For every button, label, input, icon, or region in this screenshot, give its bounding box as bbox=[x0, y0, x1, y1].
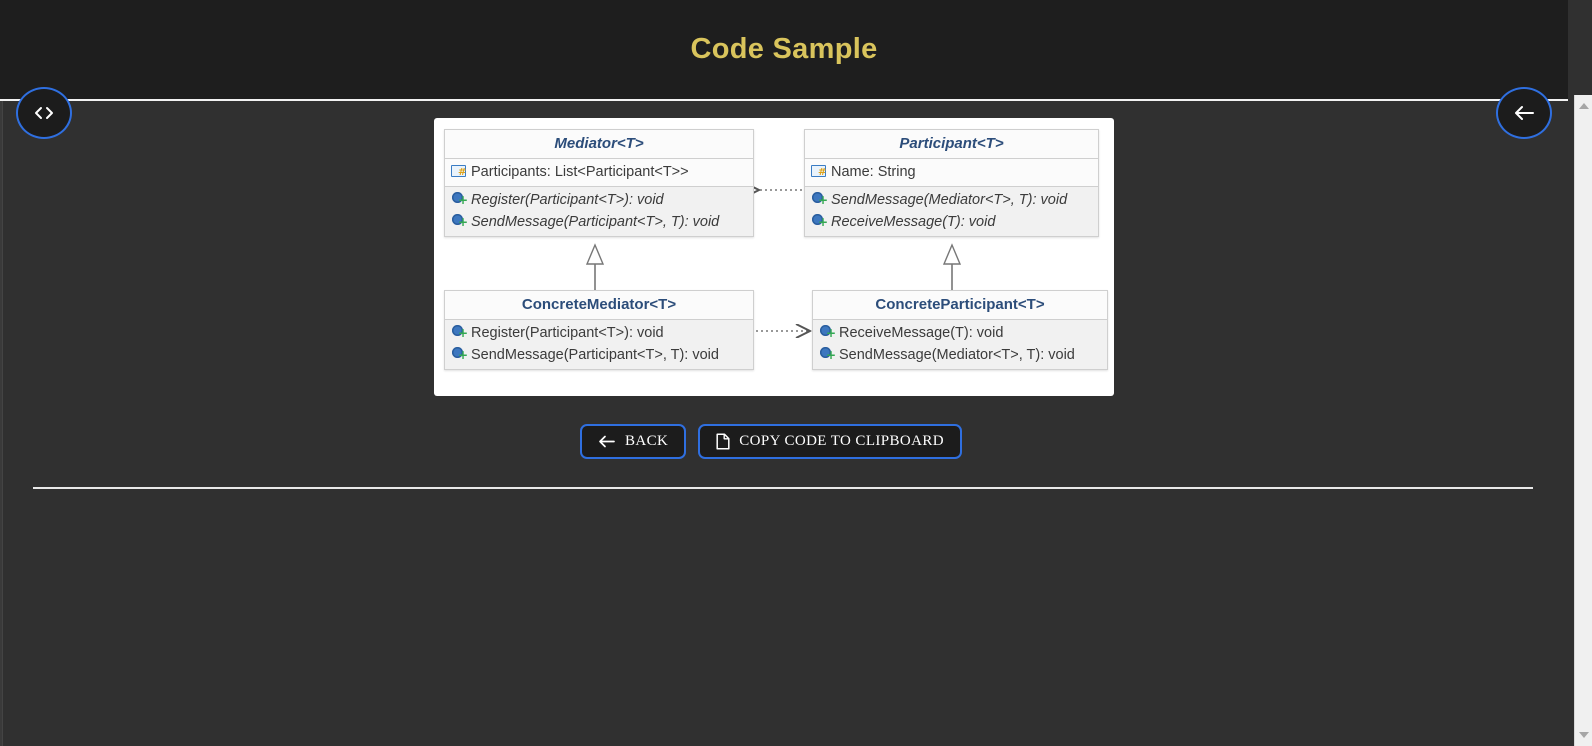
scroll-up-arrow-icon[interactable] bbox=[1575, 97, 1592, 115]
class-method: ReceiveMessage(T): void bbox=[805, 211, 1098, 233]
field-icon bbox=[451, 164, 468, 180]
method-icon bbox=[811, 214, 828, 230]
method-icon bbox=[451, 347, 468, 363]
scroll-down-arrow-icon[interactable] bbox=[1575, 726, 1592, 744]
field-icon bbox=[811, 164, 828, 180]
class-methods: Register(Participant<T>): void SendMessa… bbox=[445, 187, 753, 236]
class-title: ConcreteMediator<T> bbox=[445, 291, 753, 320]
page-content: Mediator<T> Participants: List<Participa… bbox=[4, 101, 1568, 746]
section-divider bbox=[33, 487, 1533, 489]
arrow-left-icon bbox=[598, 435, 616, 448]
uml-connectors bbox=[585, 118, 962, 396]
class-method: SendMessage(Mediator<T>, T): void bbox=[813, 344, 1107, 366]
member-text: Register(Participant<T>): void bbox=[471, 325, 664, 341]
class-methods: Register(Participant<T>): void SendMessa… bbox=[445, 320, 753, 369]
action-bar: BACK COPY CODE TO CLIPBOARD bbox=[4, 424, 1538, 459]
class-method: SendMessage(Participant<T>, T): void bbox=[445, 344, 753, 366]
member-text: SendMessage(Mediator<T>, T): void bbox=[831, 192, 1068, 208]
class-method: Register(Participant<T>): void bbox=[445, 189, 753, 211]
class-title: Participant<T> bbox=[805, 130, 1098, 159]
class-fields: Name: String bbox=[805, 159, 1098, 187]
class-title: ConcreteParticipant<T> bbox=[813, 291, 1107, 320]
member-text: Register(Participant<T>): void bbox=[471, 192, 664, 208]
class-field: Participants: List<Participant<T>> bbox=[445, 161, 753, 183]
uml-class-diagram: Mediator<T> Participants: List<Participa… bbox=[434, 118, 1114, 396]
inheritance-triangle-mediator bbox=[585, 243, 605, 265]
back-nav-button[interactable] bbox=[1496, 87, 1552, 139]
class-methods: SendMessage(Mediator<T>, T): void Receiv… bbox=[805, 187, 1098, 236]
page-title: Code Sample bbox=[690, 33, 878, 65]
back-button-label: BACK bbox=[624, 433, 669, 449]
uml-class-participant[interactable]: Participant<T> Name: String SendMessage(… bbox=[804, 129, 1099, 237]
copy-code-button-label: COPY CODE TO CLIPBOARD bbox=[739, 433, 945, 449]
member-text: ReceiveMessage(T): void bbox=[831, 214, 996, 230]
class-field: Name: String bbox=[805, 161, 1098, 183]
left-rail bbox=[0, 101, 3, 746]
class-method: Register(Participant<T>): void bbox=[445, 322, 753, 344]
member-text: SendMessage(Participant<T>, T): void bbox=[471, 347, 719, 363]
arrow-left-icon bbox=[1512, 105, 1536, 121]
scrollbar-thumb[interactable] bbox=[1576, 115, 1592, 175]
method-icon bbox=[451, 325, 468, 341]
method-icon bbox=[819, 347, 836, 363]
method-icon bbox=[811, 192, 828, 208]
member-text: SendMessage(Participant<T>, T): void bbox=[471, 214, 720, 230]
class-method: SendMessage(Mediator<T>, T): void bbox=[805, 189, 1098, 211]
copy-file-icon bbox=[716, 433, 730, 450]
member-text: SendMessage(Mediator<T>, T): void bbox=[839, 347, 1075, 363]
page-header: Code Sample bbox=[0, 0, 1568, 101]
member-text: Name: String bbox=[831, 164, 916, 180]
inheritance-triangle-participant bbox=[942, 243, 962, 265]
class-title: Mediator<T> bbox=[445, 130, 753, 159]
view-code-button[interactable] bbox=[16, 87, 72, 139]
uml-class-concretemediator[interactable]: ConcreteMediator<T> Register(Participant… bbox=[444, 290, 754, 370]
class-methods: ReceiveMessage(T): void SendMessage(Medi… bbox=[813, 320, 1107, 369]
method-icon bbox=[451, 192, 468, 208]
member-text: ReceiveMessage(T): void bbox=[839, 325, 1004, 341]
class-method: ReceiveMessage(T): void bbox=[813, 322, 1107, 344]
uml-class-mediator[interactable]: Mediator<T> Participants: List<Participa… bbox=[444, 129, 754, 237]
vertical-scrollbar[interactable] bbox=[1574, 95, 1592, 746]
back-button[interactable]: BACK bbox=[579, 424, 687, 459]
class-fields: Participants: List<Participant<T>> bbox=[445, 159, 753, 187]
code-brackets-icon bbox=[33, 106, 55, 120]
copy-code-button[interactable]: COPY CODE TO CLIPBOARD bbox=[698, 424, 963, 459]
uml-class-concreteparticipant[interactable]: ConcreteParticipant<T> ReceiveMessage(T)… bbox=[812, 290, 1108, 370]
member-text: Participants: List<Participant<T>> bbox=[471, 164, 689, 180]
method-icon bbox=[451, 214, 468, 230]
method-icon bbox=[819, 325, 836, 341]
class-method: SendMessage(Participant<T>, T): void bbox=[445, 211, 753, 233]
